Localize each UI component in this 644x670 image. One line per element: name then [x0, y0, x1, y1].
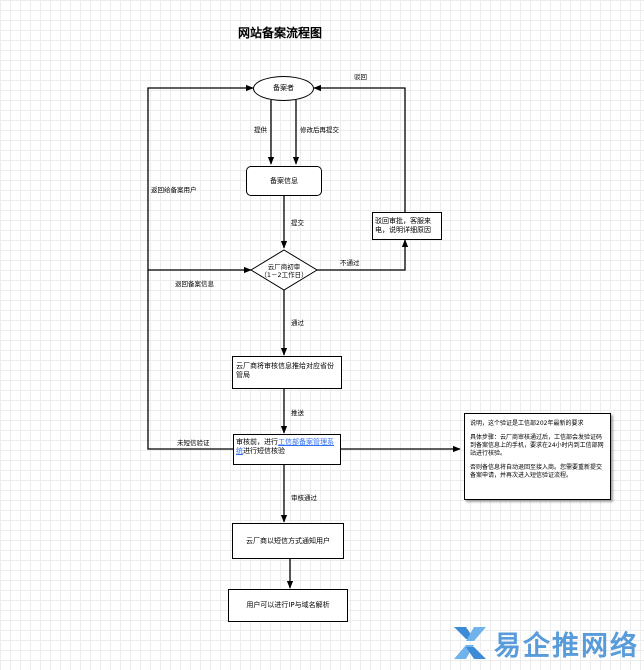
node-reject-label: 驳回审批，客服来电，说明详细原因 — [375, 217, 431, 234]
node-notify: 云厂商以短信方式通知用户 — [232, 523, 344, 559]
diagram-title: 网站备案流程图 — [237, 26, 322, 40]
node-notify-label: 云厂商以短信方式通知用户 — [246, 536, 330, 545]
label-return-user: 返回给备案用户 — [151, 186, 197, 194]
note-line-3: 否则备信息将自动退回至接入商。您需要重新提交备案申请，并再次进入短信验证流程。 — [470, 464, 603, 479]
note-line-1: 说明，这个验证是工信部202年最新的要求 — [470, 420, 584, 427]
node-verify-prefix: 审核前，进行 — [236, 438, 278, 446]
edge-reject-back — [313, 84, 406, 212]
label-return-info: 退回备案信息 — [175, 280, 214, 288]
node-verify: 审核前，进行工信部备案管理系统进行短信核验 — [233, 434, 341, 465]
label-reject-back: 驳回 — [354, 73, 367, 81]
label-provide: 提供 — [254, 126, 267, 134]
note-box: 说明，这个验证是工信部202年最新的要求 具体步骤：云厂商审核通过后，工信部会发… — [464, 413, 611, 500]
miit-system-link[interactable]: 工信部备案管理系统 — [236, 438, 334, 455]
label-push: 推送 — [291, 409, 304, 417]
node-verify-suffix: 进行短信核验 — [243, 447, 285, 455]
node-info-label: 备案信息 — [270, 176, 298, 185]
label-submit: 提交 — [291, 219, 304, 227]
node-reject: 驳回审批，客服来电，说明详细原因 — [372, 212, 442, 240]
label-fail: 不通过 — [340, 259, 360, 267]
label-audit-pass: 审核通过 — [291, 494, 317, 502]
watermark-text: 易企推网络 — [494, 630, 639, 662]
node-submit-bureau: 云厂商将审核信息推给对应省份管局 — [232, 356, 342, 389]
label-sms-unverified: 未短信验证 — [177, 439, 210, 447]
node-done-label: 用户可以进行IP与域名解析 — [246, 601, 330, 609]
note-line-2: 具体步骤：云厂商审核通过后，工信部会发验证码到备案信息上的手机，要求在24小时内… — [470, 434, 604, 457]
label-modify: 修改后再提交 — [300, 126, 339, 134]
node-applicant-label: 备案者 — [273, 84, 294, 92]
logo-icon — [454, 627, 486, 659]
review-diamond — [250, 249, 318, 291]
node-review-label: 云厂商初审 （1－2工作日） — [260, 262, 308, 279]
edge-return-user — [147, 84, 254, 450]
watermark-logo: 易企推网络 — [452, 620, 642, 666]
node-applicant: 备案者 — [253, 76, 314, 101]
node-submit-bureau-label: 云厂商将审核信息推给对应省份管局 — [236, 362, 334, 379]
label-pass: 通过 — [291, 319, 304, 327]
edge-fail — [316, 239, 409, 271]
node-done: 用户可以进行IP与域名解析 — [228, 589, 348, 622]
node-info: 备案信息 — [246, 166, 322, 196]
